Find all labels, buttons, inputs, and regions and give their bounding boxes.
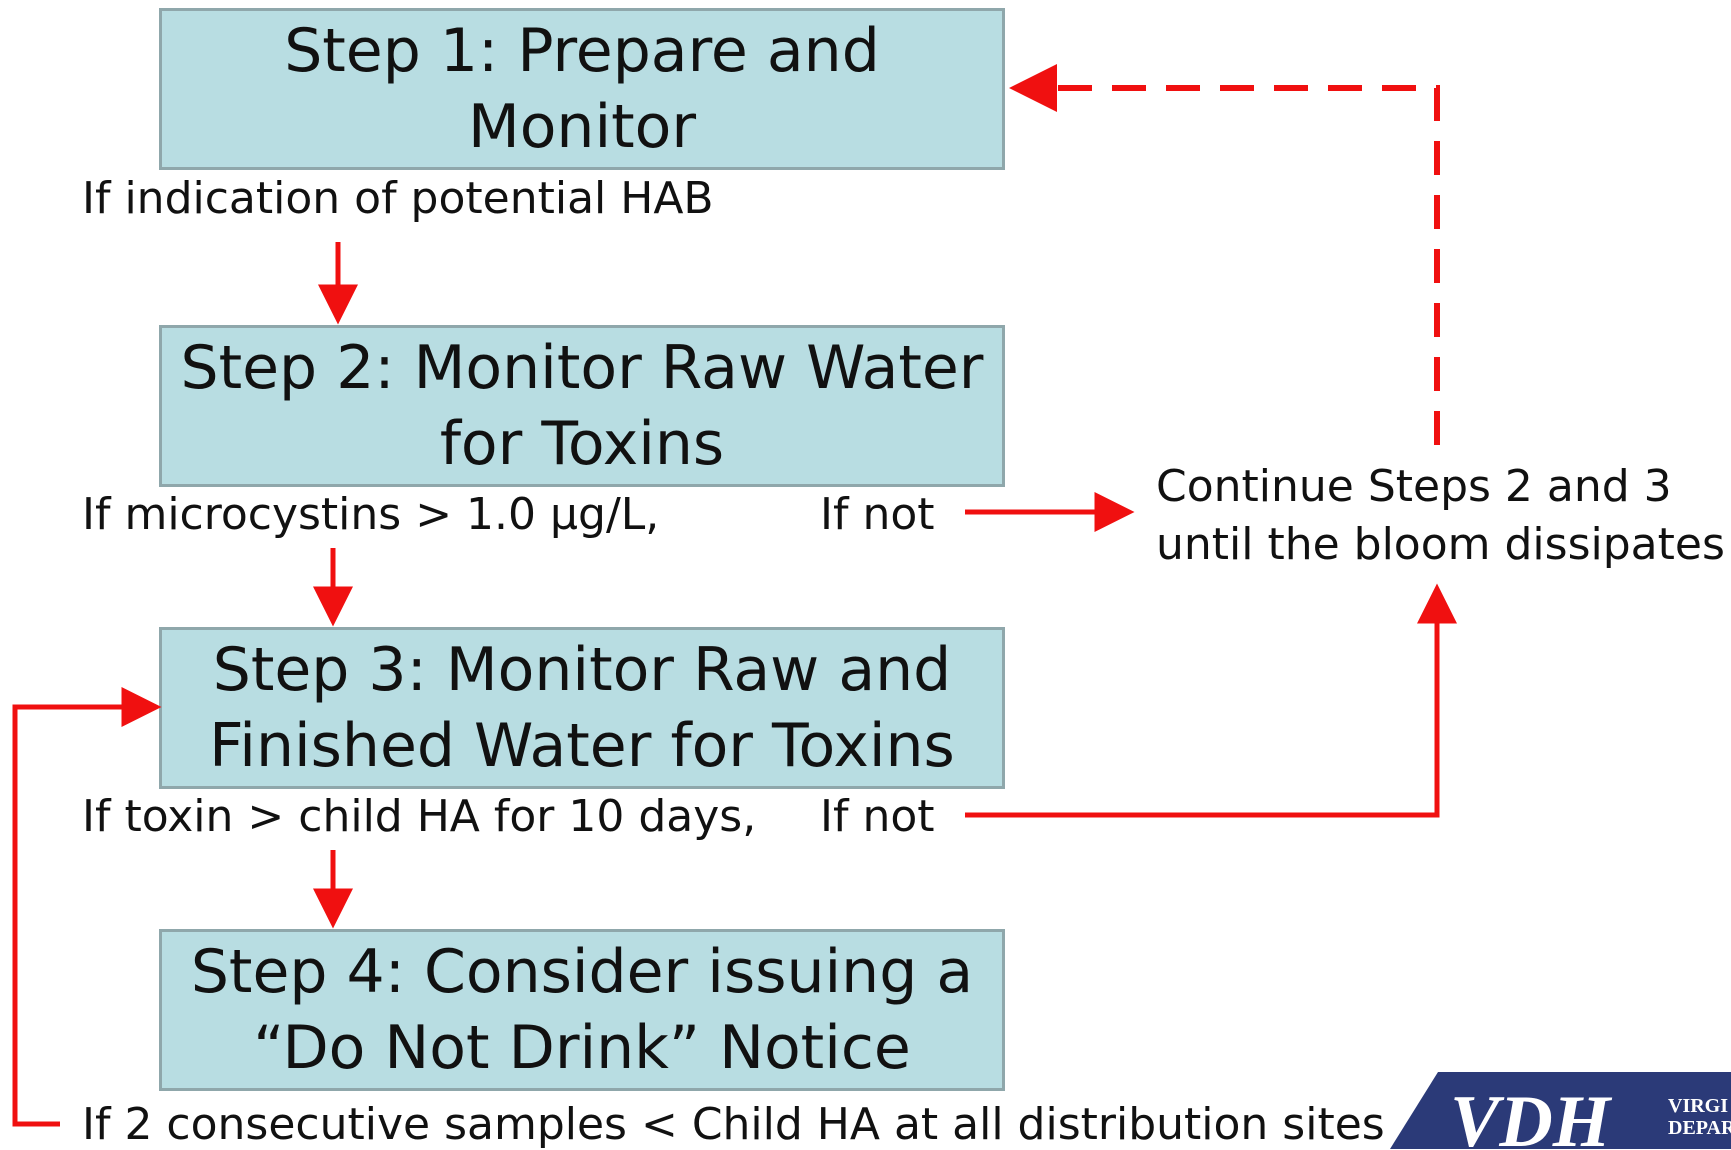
arrow-step3-not-to-continue: [965, 583, 1457, 818]
vdh-logo-text-line1: VIRGI: [1668, 1095, 1728, 1117]
arrow-continue-to-step1-dashed: [1009, 64, 1440, 445]
step-3-box: Step 3: Monitor Raw and Finished Water f…: [159, 627, 1005, 789]
step-1-box: Step 1: Prepare and Monitor: [159, 8, 1005, 170]
condition-step4-return: If 2 consecutive samples < Child HA at a…: [82, 1099, 1385, 1150]
arrow-step4-return-to-step3: [12, 687, 162, 1127]
step-4-label: Step 4: Consider issuing a “Do Not Drink…: [190, 937, 974, 1083]
condition-step2-no: If not: [820, 489, 935, 540]
vdh-logo-mark: VDH: [1450, 1081, 1613, 1149]
step-2-label: Step 2: Monitor Raw Water for Toxins: [180, 333, 984, 479]
condition-step1-yes: If indication of potential HAB: [82, 173, 714, 224]
step-3-label: Step 3: Monitor Raw and Finished Water f…: [209, 635, 955, 781]
step-4-box: Step 4: Consider issuing a “Do Not Drink…: [159, 929, 1005, 1091]
vdh-logo-text-line2: DEPAR: [1668, 1117, 1731, 1139]
step-2-box: Step 2: Monitor Raw Water for Toxins: [159, 325, 1005, 487]
condition-step3-yes: If toxin > child HA for 10 days,: [82, 791, 757, 842]
continue-note: Continue Steps 2 and 3 until the bloom d…: [1156, 461, 1725, 570]
vdh-logo: VDH VIRGI DEPAR: [1390, 1072, 1731, 1149]
condition-step3-no: If not: [820, 791, 935, 842]
step-1-label: Step 1: Prepare and Monitor: [284, 16, 880, 162]
condition-step2-yes: If microcystins > 1.0 µg/L,: [82, 489, 660, 540]
